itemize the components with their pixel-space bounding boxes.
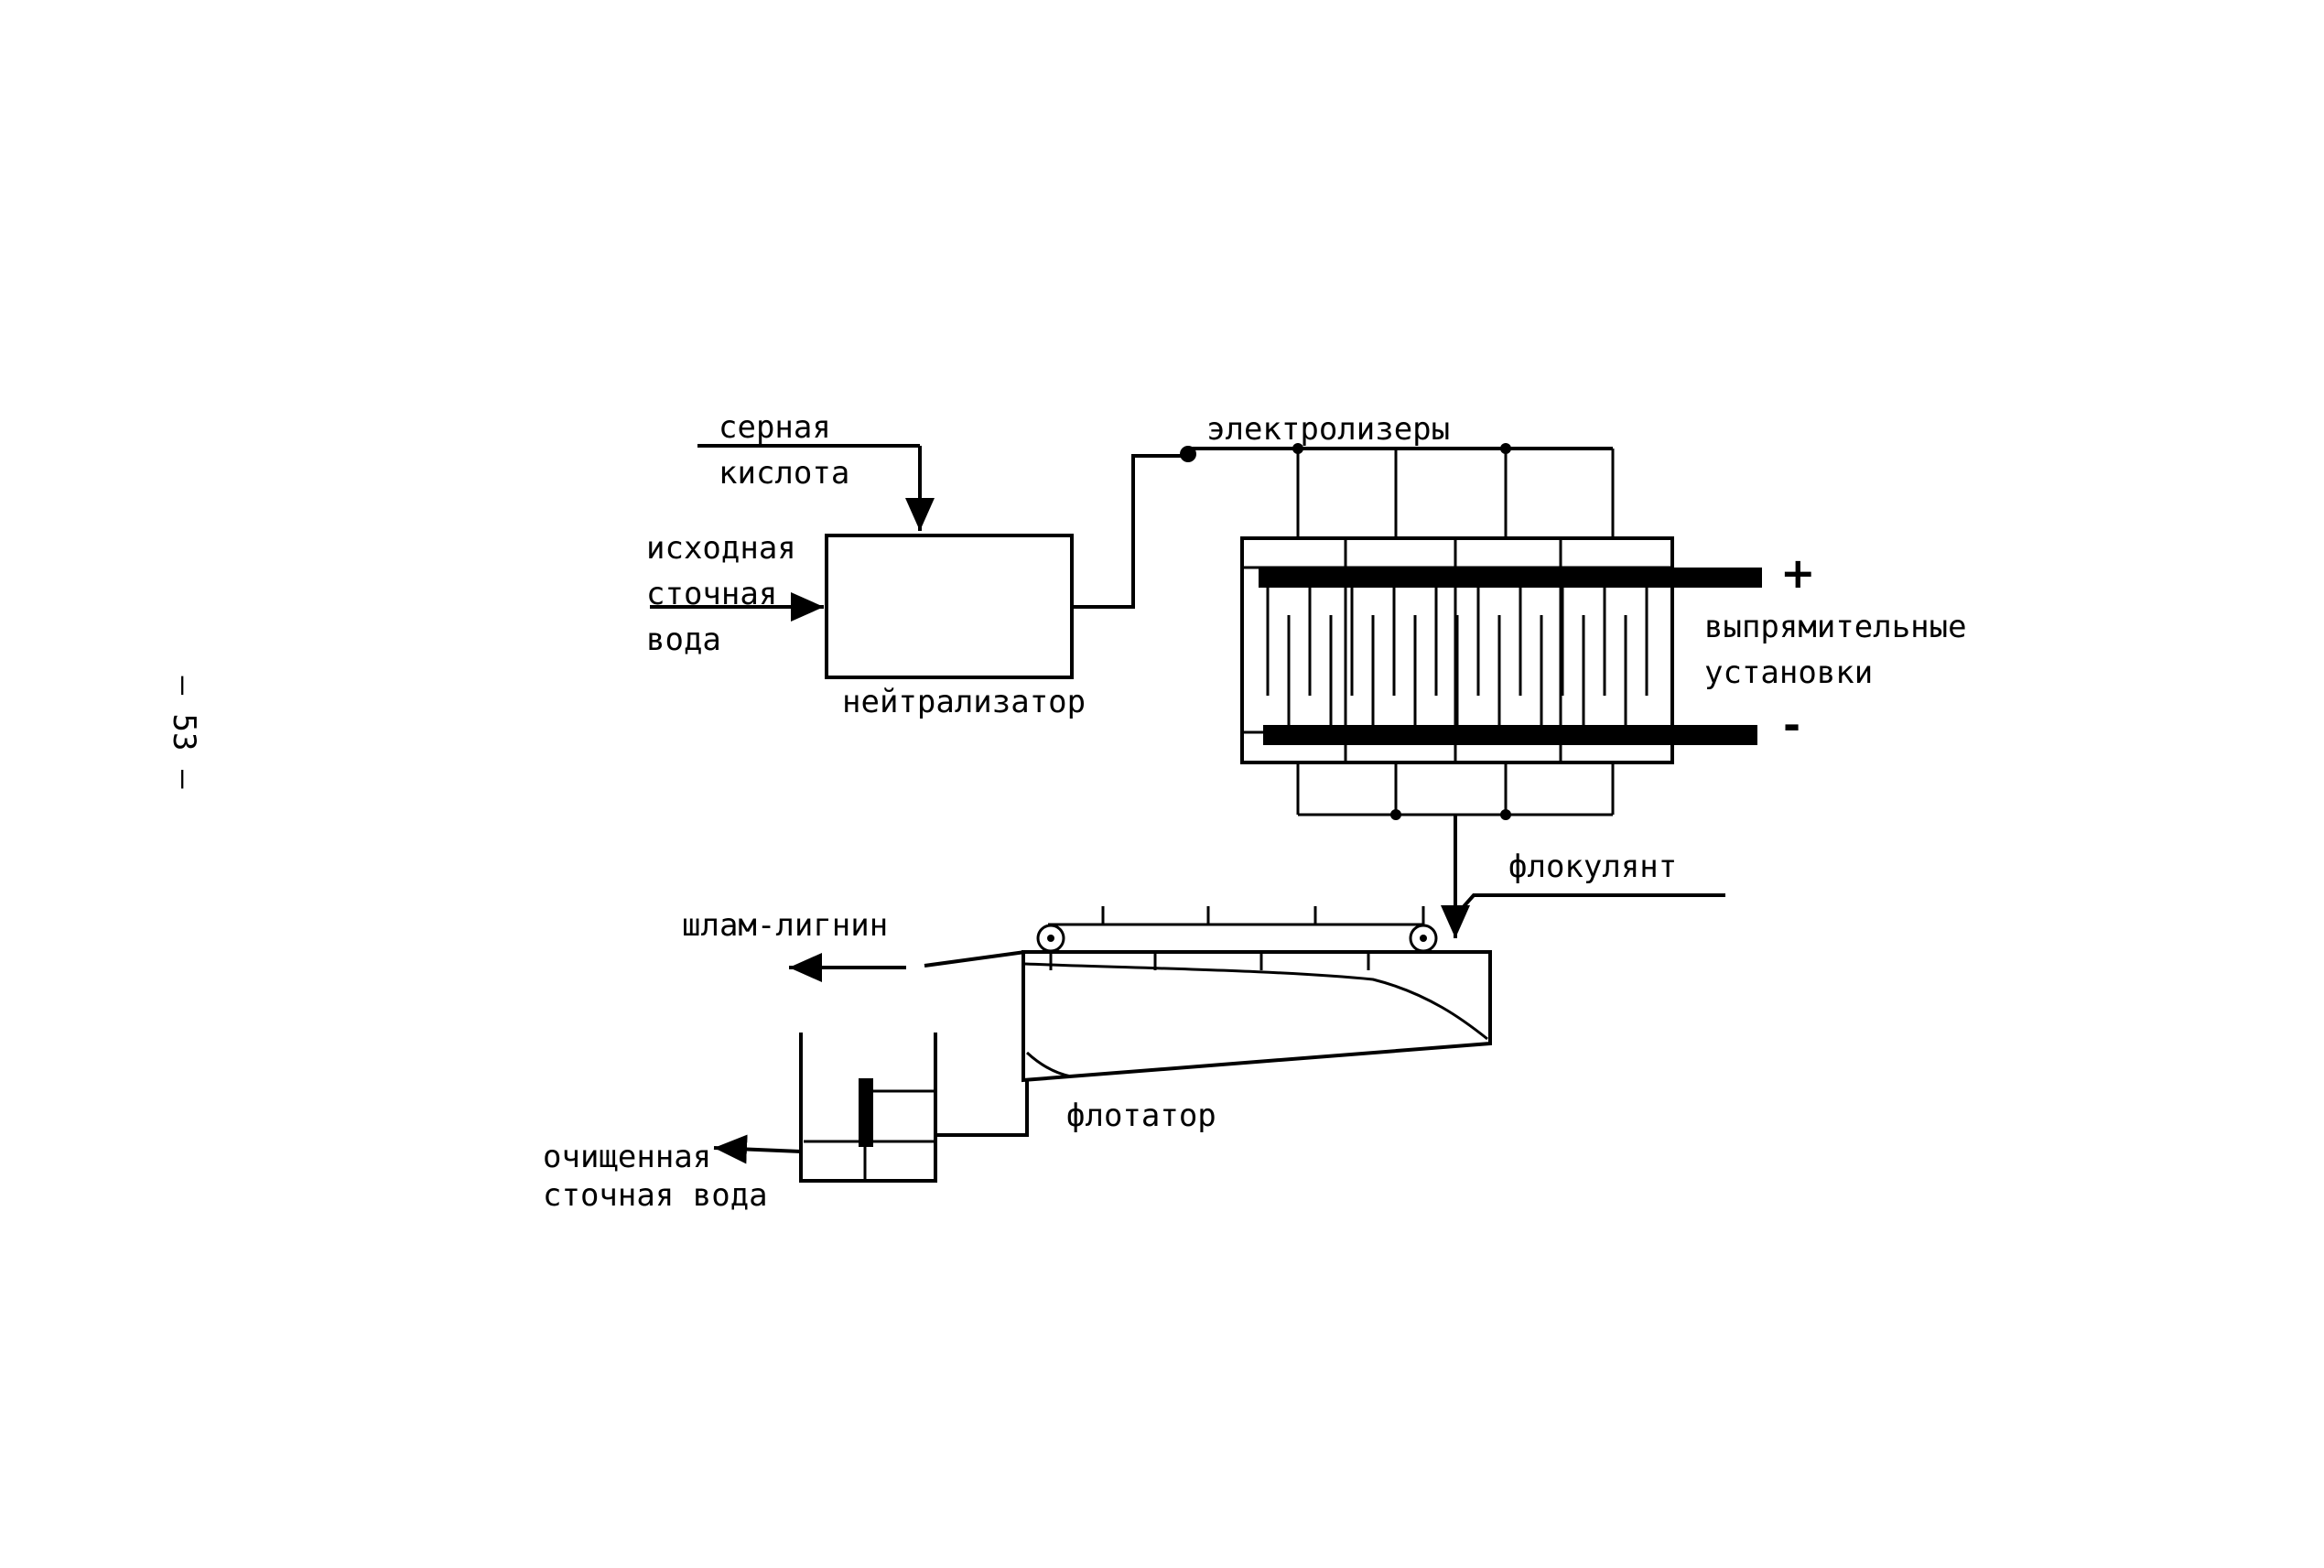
svg-text:очищенная: очищенная <box>543 1139 711 1175</box>
electrode-plates <box>1266 588 1648 725</box>
sulfuric-acid-line <box>697 444 935 531</box>
bottom-collector-manifold <box>1296 762 1615 820</box>
svg-text:установки: установки <box>1704 654 1873 691</box>
clean-water-tank <box>799 1033 937 1183</box>
flotator-outlet-pipe <box>935 1080 1029 1137</box>
electrolyzers-label: электролизеры <box>1206 411 1450 448</box>
positive-busbar <box>1259 568 1762 588</box>
treated-water-label: очищенная сточная вода <box>543 1139 768 1214</box>
flocculant-line <box>1458 893 1725 913</box>
pipe-junction-dot <box>1180 446 1196 462</box>
svg-text:вода: вода <box>646 622 721 658</box>
negative-busbar <box>1263 725 1757 745</box>
scraper-blades <box>1049 906 1425 970</box>
treated-water-arrow <box>713 1134 802 1164</box>
flocculant-label: флокулянт <box>1508 849 1677 885</box>
svg-text:кислота: кислота <box>719 455 849 492</box>
rectifiers-label: выпрямительные установки <box>1704 609 1967 691</box>
plus-sign: + <box>1780 548 1816 598</box>
neutralizer-label: нейтрализатор <box>842 684 1086 720</box>
neutralizer-box <box>825 534 1074 679</box>
scraper-conveyor <box>1036 923 1438 954</box>
sludge-discharge-chute <box>924 950 1026 968</box>
flotator-label: флотатор <box>1066 1098 1216 1134</box>
neutralizer-to-electrolyzers-pipe <box>1072 447 1613 609</box>
sulfuric-acid-label: серная кислота <box>719 409 849 492</box>
raw-wastewater-label: исходная сточная вода <box>646 530 796 658</box>
svg-text:серная: серная <box>719 409 831 446</box>
svg-text:исходная: исходная <box>646 530 796 567</box>
svg-text:выпрямительные: выпрямительные <box>1704 609 1967 645</box>
page-number: — 53 — <box>166 676 202 789</box>
minus-sign: - <box>1783 700 1800 750</box>
flotator-tank <box>1021 950 1492 1083</box>
lignin-sludge-label: шлам-лигнин <box>682 907 888 944</box>
svg-text:сточная вода: сточная вода <box>543 1177 768 1214</box>
top-distribution-manifold <box>1292 443 1615 538</box>
